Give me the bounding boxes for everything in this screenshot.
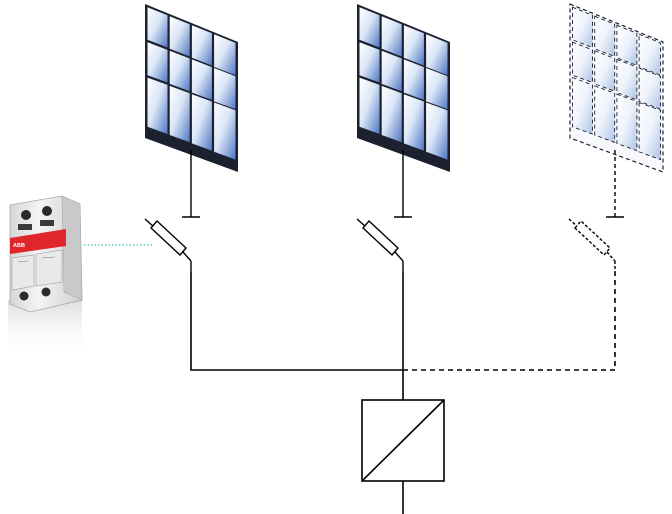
product-reflection [8,300,82,356]
inverter-box [361,399,445,514]
terminal-screw-icon [41,287,51,297]
ground-symbol-3-optional [606,150,624,218]
solar-panel-1 [145,4,238,172]
terminal-screw-icon [42,206,52,216]
terminal-screw-icon [21,210,31,220]
solar-panel-2-cells [359,7,448,160]
dc-bus-wiring [190,272,404,400]
abb-brand-band [10,229,66,254]
solar-panel-1-cells [147,7,236,160]
fuse-disconnector-1 [144,218,192,272]
solar-panel-3-optional [569,3,664,173]
fuse-disconnector-2 [356,218,404,272]
ground-symbol-2 [394,150,412,218]
solar-panel-3-cells [572,6,661,161]
svg-text:ABB: ABB [13,243,25,249]
dc-bus-wiring-optional [403,272,616,371]
fuse-disconnector-3-optional [568,218,616,272]
solar-panel-2 [357,4,450,172]
ground-symbol-1 [182,150,200,218]
terminal-screw-icon [19,291,29,301]
fuse-holder-product-image: ABB [8,195,83,356]
